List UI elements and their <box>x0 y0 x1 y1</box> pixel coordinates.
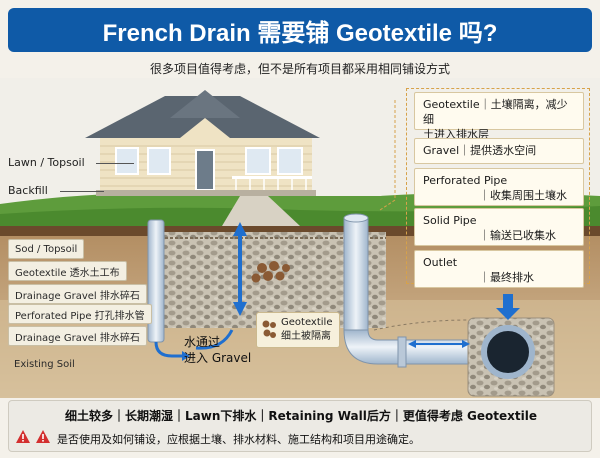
geotextile-note: Geotextile 细土被隔离 <box>256 312 340 348</box>
legend-outlet-line1: Outlet <box>423 256 458 269</box>
layer-label-existing-soil: Existing Soil <box>14 358 75 370</box>
layer-label-geotextile: Geotextile 透水土工布 <box>8 261 127 281</box>
warning-icon <box>16 430 30 443</box>
legend-item-geotextile: Geotextile｜土壤隔离，减少细 土进入排水层 <box>414 92 584 141</box>
lawn-topsoil-label: Lawn / Topsoil <box>8 156 85 169</box>
page-title: French Drain 需要铺 Geotextile 吗? <box>8 8 592 52</box>
layer-label-drainage-gravel-lower: Drainage Gravel 排水碎石 <box>8 326 147 346</box>
leader-line <box>60 191 104 192</box>
legend-solid-pipe-line2: ｜输送已收集水 <box>479 229 556 242</box>
water-into-gravel-label: 水通过 进入 Gravel <box>184 334 251 366</box>
legend-solid-pipe-line1: Solid Pipe <box>423 214 477 227</box>
layer-label-perforated-pipe: Perforated Pipe 打孔排水管 <box>8 304 152 324</box>
water-label-line1: 水通过 <box>184 335 221 349</box>
house-illustration <box>85 90 320 196</box>
layer-label-drainage-gravel: Drainage Gravel 排水碎石 <box>8 284 147 304</box>
legend-geotextile-line2: 土进入排水层 <box>423 128 489 141</box>
legend-perforated-pipe-line1: Perforated Pipe <box>423 174 508 187</box>
legend-perforated-pipe-line2: ｜收集周围土壤水 <box>479 189 567 202</box>
legend-item-outlet: Outlet ｜最终排水 <box>414 250 584 288</box>
bottom-note-text: 是否使用及如何铺设，应根据土壤、排水材料、施工结构和项目用途确定。 <box>57 433 420 446</box>
legend-gravel-line1: Gravel｜提供透水空间 <box>423 144 537 157</box>
bottom-conditions-text: 细土较多｜长期潮湿｜Lawn下排水｜Retaining Wall后方｜更值得考虑… <box>65 409 537 423</box>
page-subtitle: 很多项目值得考虑，但不是所有项目都采用相同铺设方式 <box>149 62 450 76</box>
layer-label-sod: Sod / Topsoil <box>8 239 85 259</box>
legend-item-solid-pipe: Solid Pipe ｜输送已收集水 <box>414 208 584 246</box>
legend-geotextile-line1: Geotextile｜土壤隔离，减少细 <box>423 98 568 126</box>
leader-line <box>96 163 134 164</box>
soil-particles-icon <box>262 320 276 338</box>
legend-item-perforated-pipe: Perforated Pipe ｜收集周围土壤水 <box>414 168 584 206</box>
water-label-line2: 进入 Gravel <box>184 351 252 365</box>
backfill-label: Backfill <box>8 184 48 197</box>
legend-item-gravel: Gravel｜提供透水空间 <box>414 138 584 164</box>
legend-outlet-line2: ｜最终排水 <box>479 271 534 284</box>
warning-icon <box>36 430 50 443</box>
geotextile-note-line2: 细土被隔离 <box>281 331 331 342</box>
bottom-info-panel: 细土较多｜长期潮湿｜Lawn下排水｜Retaining Wall后方｜更值得考虑… <box>8 400 592 452</box>
geotextile-note-line1: Geotextile <box>281 317 333 328</box>
